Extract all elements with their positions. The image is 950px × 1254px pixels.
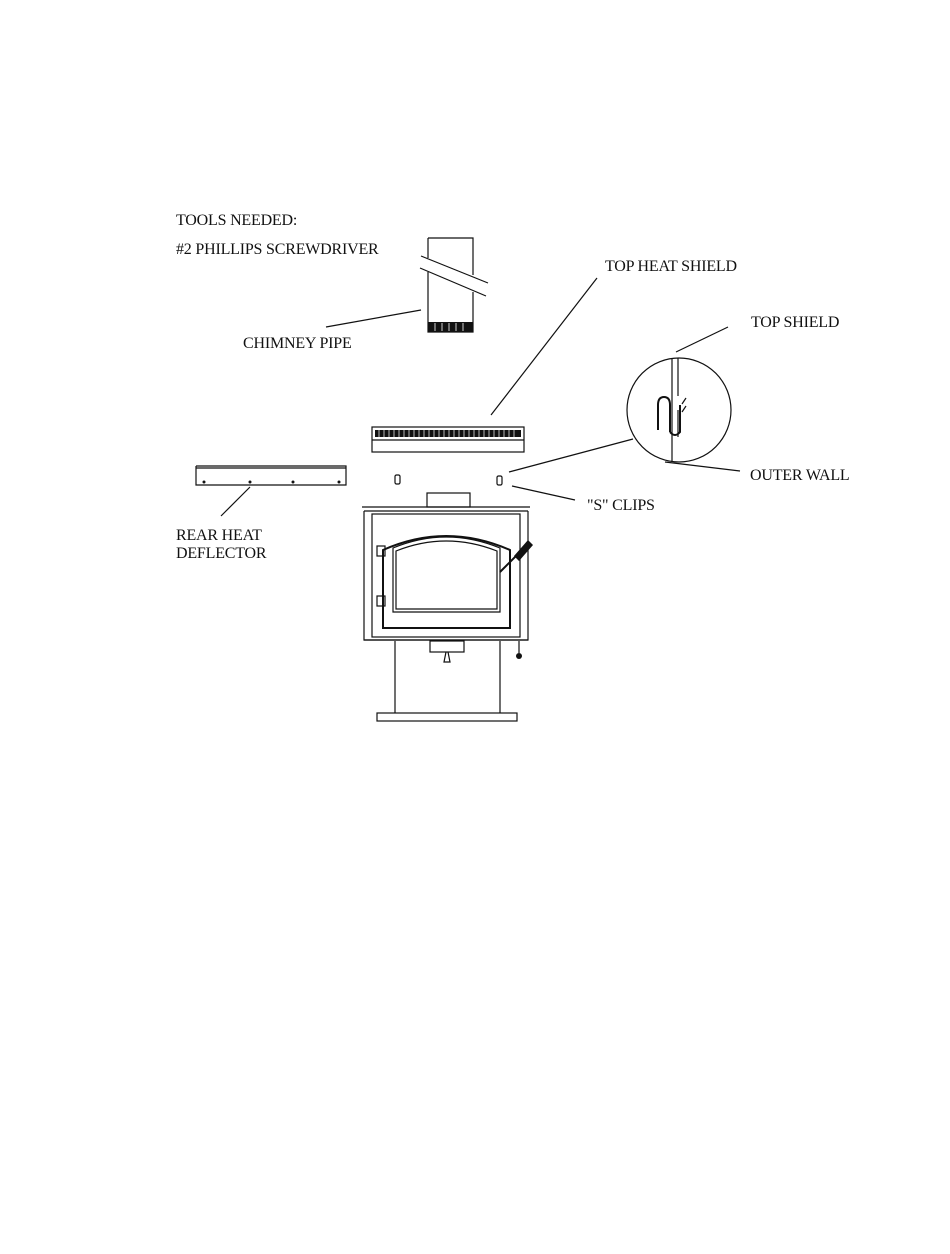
s-clips-label: "S" CLIPS bbox=[587, 496, 655, 515]
top-shield-leader bbox=[676, 327, 728, 352]
chimney-pipe-label: CHIMNEY PIPE bbox=[243, 334, 352, 353]
rear-heat-deflector-drawing bbox=[196, 466, 346, 485]
tools-needed-heading: TOOLS NEEDED: bbox=[176, 211, 297, 230]
stove-drawing bbox=[362, 493, 533, 721]
rear-heat-deflector-leader bbox=[221, 487, 250, 516]
outer-wall-leader bbox=[665, 462, 740, 471]
tools-needed-item: #2 PHILLIPS SCREWDRIVER bbox=[176, 240, 379, 259]
top-heat-shield-drawing bbox=[372, 427, 524, 452]
detail-callout-leader bbox=[509, 439, 633, 472]
s-clip-right bbox=[497, 476, 502, 485]
rear-heat-deflector-label-line1: REAR HEAT bbox=[176, 526, 262, 545]
top-heat-shield-leader bbox=[491, 278, 597, 415]
chimney-pipe-leader bbox=[326, 310, 421, 327]
outer-wall-label: OUTER WALL bbox=[750, 466, 849, 485]
top-heat-shield-label: TOP HEAT SHIELD bbox=[605, 257, 737, 276]
clip-detail-drawing bbox=[627, 358, 731, 462]
chimney-pipe-drawing bbox=[420, 238, 488, 332]
s-clip-left bbox=[395, 475, 400, 484]
rear-heat-deflector-label-line2: DEFLECTOR bbox=[176, 544, 266, 563]
top-shield-label: TOP SHIELD bbox=[751, 313, 839, 332]
s-clips-leader bbox=[512, 486, 575, 500]
